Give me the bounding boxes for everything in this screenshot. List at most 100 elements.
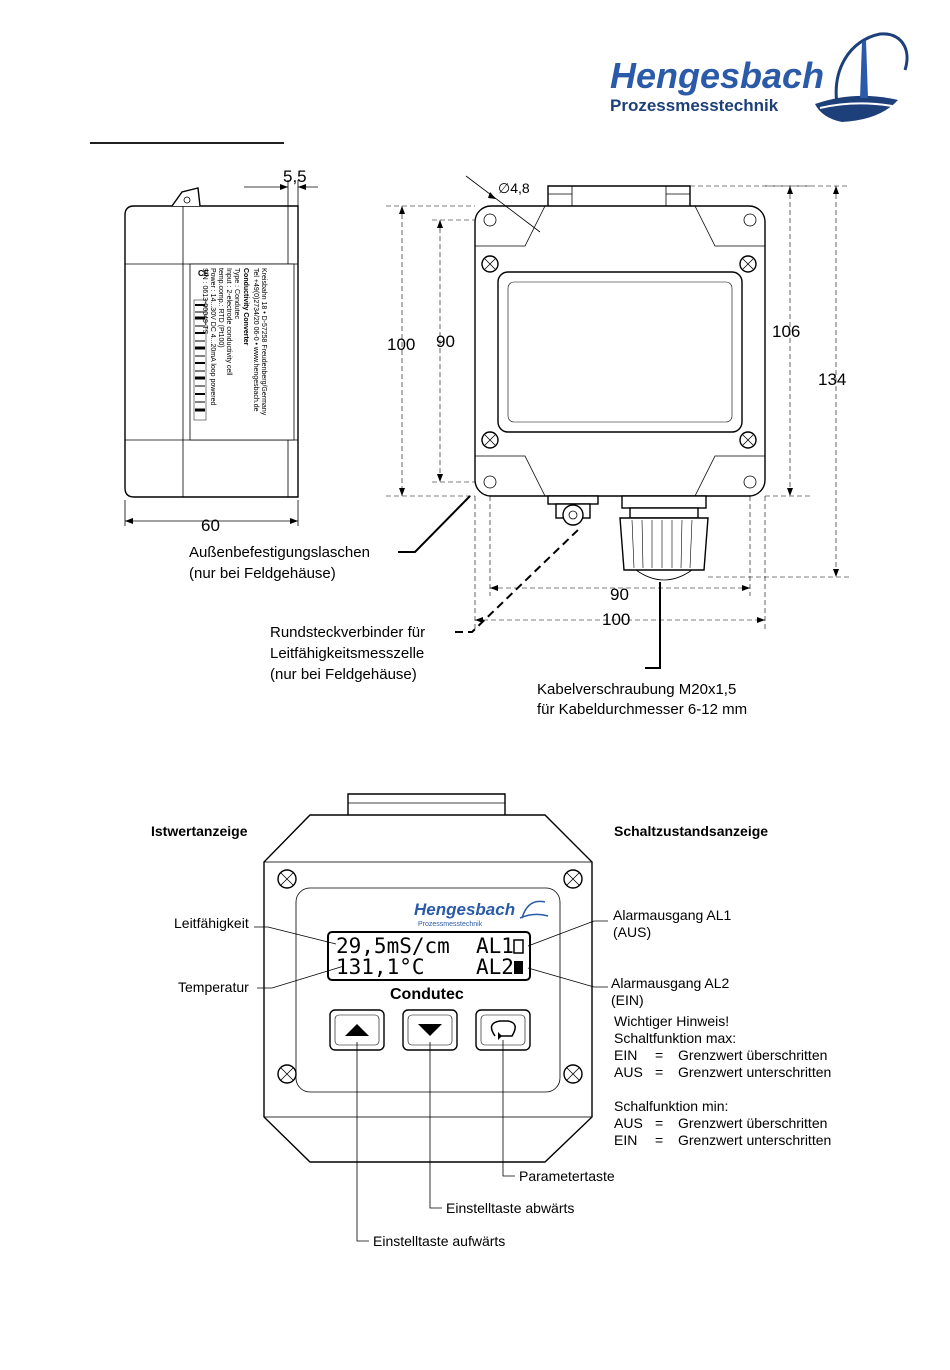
svg-text:(nur bei Feldgehäuse): (nur bei Feldgehäuse) — [189, 565, 336, 582]
svg-text:temp.comp.: RTD (Pt100): temp.comp.: RTD (Pt100) — [217, 268, 224, 348]
svg-text:Leitfähigkeitsmesszelle: Leitfähigkeitsmesszelle — [270, 645, 424, 662]
dim-106: 106 — [765, 185, 810, 497]
svg-text:Type : Condutec: Type : Condutec — [233, 268, 240, 319]
svg-text:Rundsteckverbinder für: Rundsteckverbinder für — [270, 624, 425, 641]
al2-on-indicator-icon — [514, 961, 523, 974]
logo-name: Hengesbach — [610, 55, 824, 96]
ce-mark: CE — [198, 269, 210, 278]
svg-text:Schaltfunktion max:: Schaltfunktion max: — [614, 1030, 736, 1046]
svg-text:(EIN): (EIN) — [611, 992, 644, 1008]
leader-parametertaste: Parametertaste — [502, 1040, 615, 1184]
company-logo: Hengesbach Prozessmesstechnik — [610, 32, 909, 122]
dim-100-horizontal: 100 — [474, 496, 766, 630]
display-brand: Hengesbach — [414, 900, 515, 919]
svg-text:Parametertaste: Parametertaste — [519, 1168, 615, 1184]
svg-text:(nur bei Feldgehäuse): (nur bei Feldgehäuse) — [270, 666, 417, 683]
display-housing: Hengesbach Prozessmesstechnik 29,5mS/cm … — [263, 793, 593, 1163]
dim-134: 134 — [690, 185, 850, 578]
display-brand-sub: Prozessmesstechnik — [418, 921, 483, 928]
lcd-display — [327, 931, 531, 981]
svg-text:Grenzwert unterschritten: Grenzwert unterschritten — [678, 1132, 831, 1148]
front-view — [474, 185, 766, 581]
svg-text:Einstelltaste aufwärts: Einstelltaste aufwärts — [373, 1233, 505, 1249]
svg-text:Kabelverschraubung M20x1,5: Kabelverschraubung M20x1,5 — [537, 681, 736, 698]
svg-text:Alarmausgang AL2: Alarmausgang AL2 — [611, 975, 730, 991]
svg-text:Alarmausgang AL1: Alarmausgang AL1 — [613, 907, 732, 923]
dim-5-5: 5,5 — [244, 167, 318, 206]
parameter-button[interactable] — [475, 1009, 531, 1051]
svg-text:90: 90 — [436, 332, 455, 351]
svg-text:Einstelltaste abwärts: Einstelltaste abwärts — [446, 1200, 574, 1216]
svg-text:90: 90 — [610, 585, 629, 604]
model-name: Condutec — [390, 986, 464, 1003]
svg-text:134: 134 — [818, 370, 846, 389]
svg-text:100: 100 — [602, 610, 630, 629]
screw-icon — [277, 869, 583, 1084]
side-view: Kreisbahn 18 • D-57258 Freudenberg/Germa… — [124, 187, 299, 498]
svg-text:(AUS): (AUS) — [613, 924, 651, 940]
istwert-heading: Istwertanzeige — [151, 823, 248, 839]
leader-taste-ab: Einstelltaste abwärts — [429, 1042, 574, 1216]
svg-text:=: = — [655, 1132, 663, 1148]
svg-text:S/N : 0613-00049-TS: S/N : 0613-00049-TS — [201, 268, 208, 334]
leader-kabel: Kabelverschraubung M20x1,5 für Kabeldurc… — [537, 582, 747, 718]
svg-text:Kreisbahn 18 • D-57258 Freuden: Kreisbahn 18 • D-57258 Freudenberg/Germa… — [260, 268, 267, 416]
svg-text:Input : 2-electrode conductiv: Input : 2-electrode conductivity cell — [225, 268, 232, 376]
svg-text:AUS: AUS — [614, 1064, 643, 1080]
cable-gland — [619, 495, 709, 581]
svg-text:Außenbefestigungslaschen: Außenbefestigungslaschen — [189, 544, 370, 561]
svg-text:Grenzwert überschritten: Grenzwert überschritten — [678, 1115, 827, 1131]
svg-text:Conductivity Converter: Conductivity Converter — [242, 268, 249, 346]
svg-text:100: 100 — [387, 335, 415, 354]
svg-text:Wichtiger Hinweis!: Wichtiger Hinweis! — [614, 1013, 729, 1029]
arrow-up-icon — [345, 1024, 369, 1036]
svg-text:Schalfunktion min:: Schalfunktion min: — [614, 1098, 728, 1114]
svg-text:EIN: EIN — [614, 1047, 637, 1063]
al1-off-indicator-icon — [513, 939, 524, 954]
dim-90-horizontal: 90 — [489, 496, 751, 604]
svg-text:=: = — [655, 1115, 663, 1131]
return-icon — [490, 1020, 516, 1037]
svg-text:=: = — [655, 1047, 663, 1063]
svg-text:=: = — [655, 1064, 663, 1080]
svg-text:5,5: 5,5 — [283, 167, 307, 186]
svg-text:∅4,8: ∅4,8 — [498, 180, 530, 196]
dim-100-vertical: 100 — [386, 205, 475, 497]
schaltzustand-heading: Schaltzustandsanzeige — [614, 823, 768, 839]
dim-90-vertical: 90 — [432, 219, 475, 483]
screw-icon — [481, 213, 757, 489]
type-label — [189, 263, 295, 441]
logo-emblem — [815, 32, 909, 122]
leader-al1: Alarmausgang AL1 (AUS) — [527, 907, 732, 947]
svg-text:Leitfähigkeit: Leitfähigkeit — [174, 915, 249, 931]
svg-text:60: 60 — [201, 516, 220, 535]
svg-text:106: 106 — [772, 322, 800, 341]
svg-text:Temperatur: Temperatur — [178, 979, 249, 995]
leader-leitfaehigkeit: Leitfähigkeit — [174, 915, 337, 945]
svg-text:EIN: EIN — [614, 1132, 637, 1148]
leader-temperatur: Temperatur — [178, 965, 345, 995]
round-connector — [547, 495, 599, 526]
barcode — [193, 299, 207, 421]
logo-tagline: Prozessmesstechnik — [610, 96, 779, 115]
arrow-down-icon — [418, 1024, 442, 1036]
lcd-line-1: 29,5mS/cm — [336, 934, 450, 958]
lcd-line-2: 131,1°C — [336, 955, 425, 979]
leader-al2: Alarmausgang AL2 (EIN) — [527, 967, 730, 1008]
svg-text:Tel +49(0)2734/20 06-0 • www.h: Tel +49(0)2734/20 06-0 • www.hengesbach.… — [252, 268, 259, 412]
leader-stecker: Rundsteckverbinder für Leitfähigkeitsmes… — [270, 527, 581, 683]
svg-text:Grenzwert überschritten: Grenzwert überschritten — [678, 1047, 827, 1063]
svg-text:für Kabeldurchmesser 6-12 mm: für Kabeldurchmesser 6-12 mm — [537, 701, 747, 718]
type-label-text: Kreisbahn 18 • D-57258 Freudenberg/Germa… — [201, 268, 267, 416]
leader-laschen: Außenbefestigungslaschen (nur bei Feldge… — [189, 495, 471, 582]
leader-taste-auf: Einstelltaste aufwärts — [356, 1042, 505, 1249]
dim-diameter-4-8: ∅4,8 — [465, 175, 541, 233]
svg-text:Grenzwert unterschritten: Grenzwert unterschritten — [678, 1064, 831, 1080]
svg-text:AUS: AUS — [614, 1115, 643, 1131]
dim-60: 60 — [124, 500, 299, 535]
lcd-al2: AL2 — [476, 955, 514, 979]
switching-note: Wichtiger Hinweis! Schaltfunktion max: E… — [614, 1013, 831, 1148]
svg-text:Power : 14...30V DC 4...20mA: Power : 14...30V DC 4...20mA loop powere… — [209, 268, 216, 405]
lcd-al1: AL1 — [476, 934, 514, 958]
